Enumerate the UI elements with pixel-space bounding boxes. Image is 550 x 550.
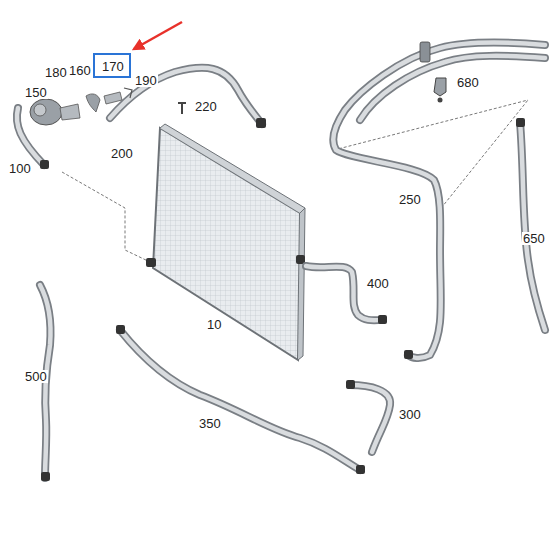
callout-number: 680 [456,76,480,89]
callout-number: 100 [8,162,32,175]
callout-number: 180 [44,66,68,79]
clip [420,42,446,103]
callout-number: 500 [24,370,48,383]
callout-number: 200 [110,147,134,160]
pump [30,88,186,125]
callout-number: 10 [206,318,222,331]
callout-number: 160 [68,64,92,77]
callout-number: 300 [398,408,422,421]
radiator [146,124,305,360]
callout-number: 650 [522,232,546,245]
callout-number: 150 [24,86,48,99]
highlight-box: 170 [93,53,131,78]
callout-number: 170 [102,60,122,73]
pointer-arrow [134,22,182,49]
hoses [17,42,545,481]
callout-number: 220 [194,100,218,113]
callout-number: 250 [398,193,422,206]
callout-number: 190 [134,74,158,87]
callout-number: 400 [366,277,390,290]
callout-number: 350 [198,417,222,430]
